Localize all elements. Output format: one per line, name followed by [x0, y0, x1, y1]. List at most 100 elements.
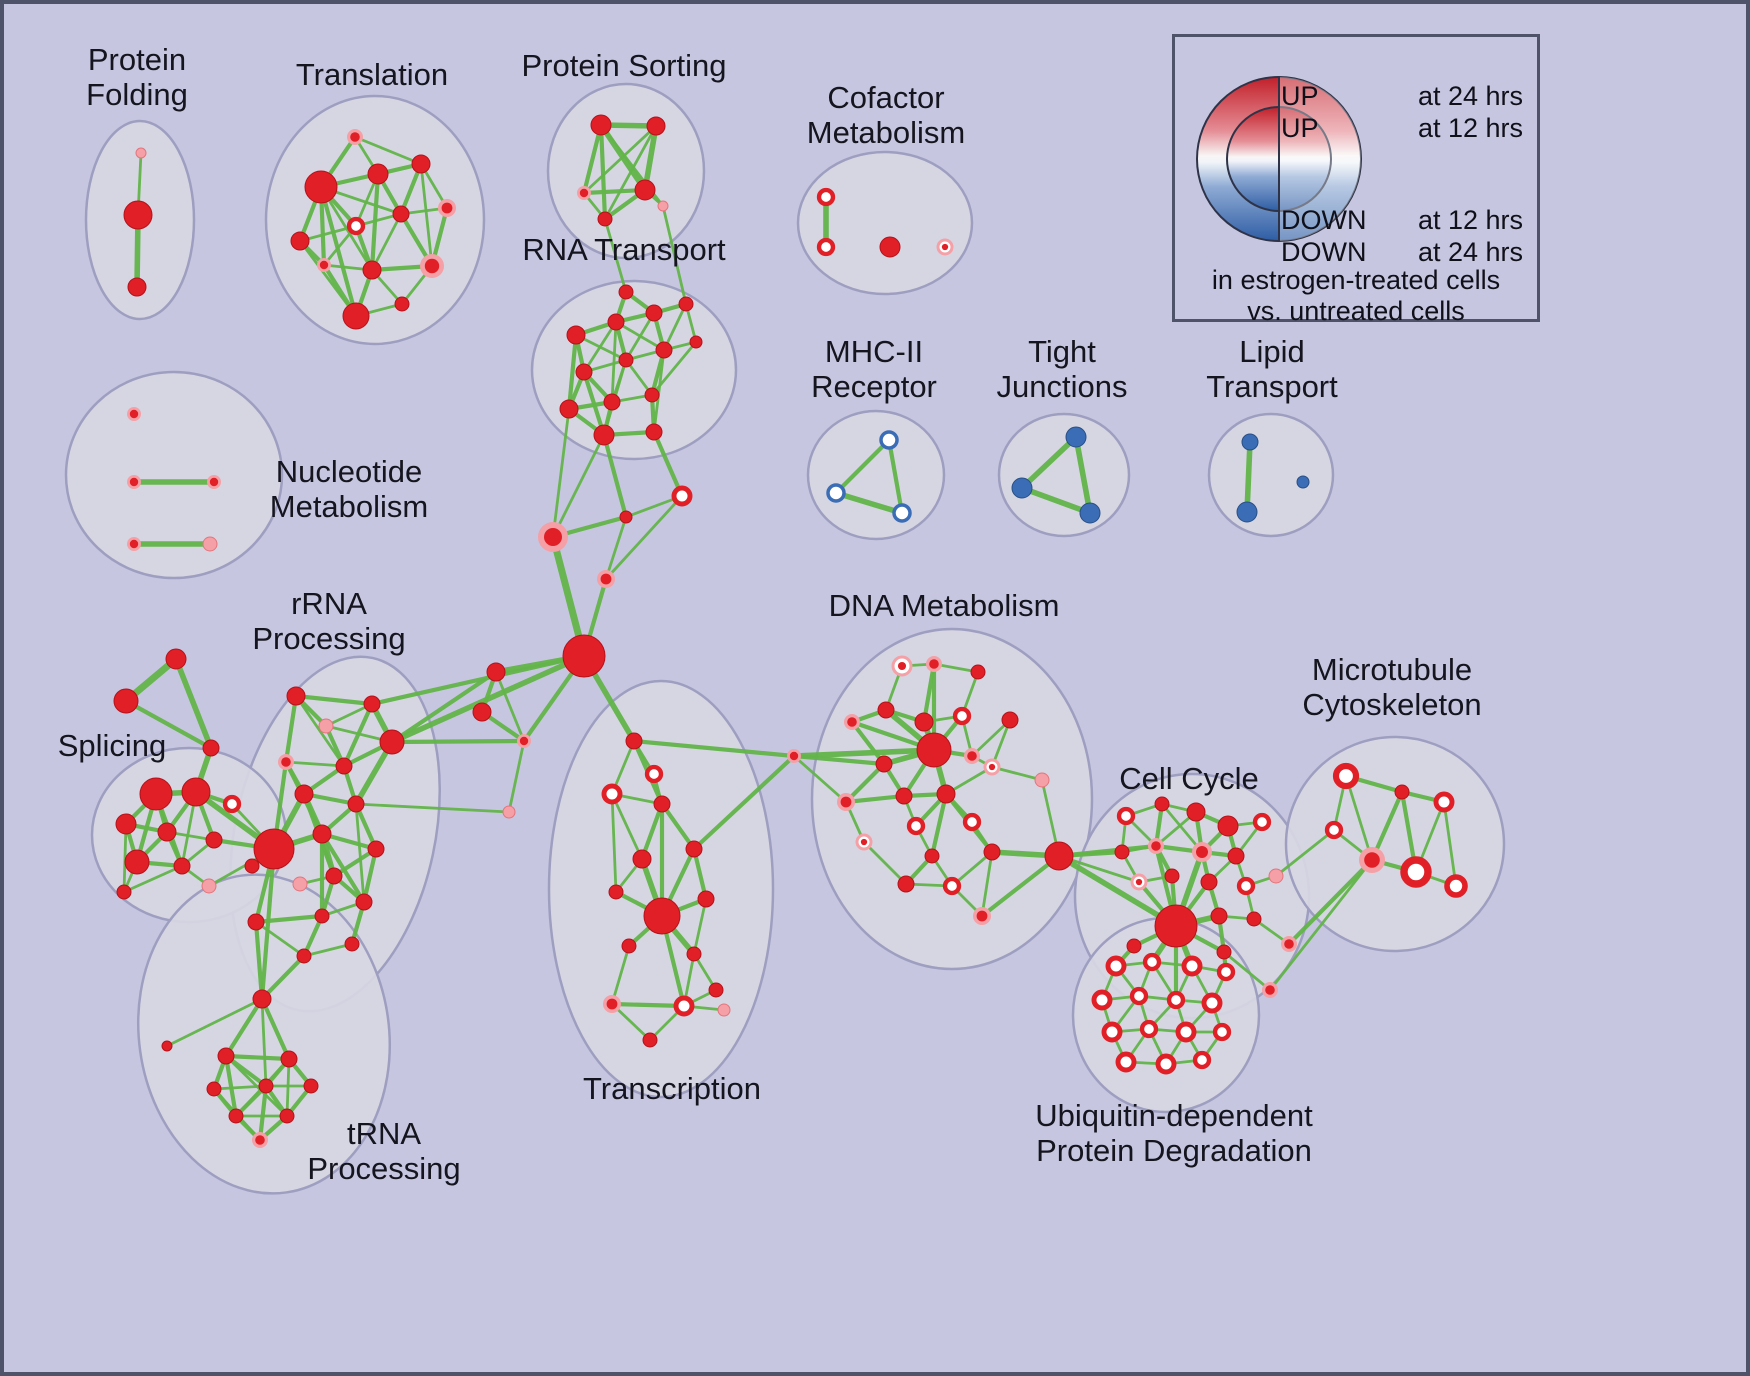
network-node-tc8[interactable] [621, 938, 637, 954]
network-node-ub14[interactable] [1155, 1053, 1177, 1075]
network-node-cc18[interactable] [1126, 938, 1142, 954]
network-node-tc12[interactable] [673, 995, 695, 1017]
network-node-dm13[interactable] [1034, 772, 1050, 788]
network-node-cc4[interactable] [1217, 815, 1239, 837]
network-node-sp5[interactable] [157, 822, 177, 842]
network-node-sp9[interactable] [116, 884, 132, 900]
network-node-dm16[interactable] [936, 784, 956, 804]
network-node-ub15[interactable] [1192, 1050, 1212, 1070]
network-node-tn2[interactable] [161, 1040, 173, 1052]
network-node-i5[interactable] [644, 764, 664, 784]
network-node-tc3[interactable] [632, 849, 652, 869]
network-node-cc7[interactable] [1148, 838, 1164, 854]
network-node-cc13[interactable] [1236, 876, 1256, 896]
network-node-nm5[interactable] [202, 536, 218, 552]
network-node-t9[interactable] [317, 258, 331, 272]
network-node-ub11[interactable] [1175, 1021, 1197, 1043]
network-node-rt10[interactable] [603, 393, 621, 411]
network-node-cc6[interactable] [1114, 844, 1130, 860]
network-node-tc4[interactable] [685, 840, 703, 858]
network-node-rr16[interactable] [344, 936, 360, 952]
network-node-dm9[interactable] [916, 732, 952, 768]
network-node-cc5[interactable] [1252, 812, 1272, 832]
network-node-t10[interactable] [362, 260, 382, 280]
network-node-dm15[interactable] [895, 787, 913, 805]
network-node-tn7[interactable] [303, 1078, 319, 1094]
network-node-rt2[interactable] [607, 313, 625, 331]
network-node-i3[interactable] [517, 734, 531, 748]
network-node-b1[interactable] [787, 749, 801, 763]
network-node-ps5[interactable] [597, 211, 613, 227]
network-node-ub5[interactable] [1091, 989, 1113, 1011]
network-node-cc2[interactable] [1154, 796, 1170, 812]
network-node-dm4[interactable] [844, 714, 860, 730]
network-node-mc4[interactable] [1324, 820, 1344, 840]
network-node-i2[interactable] [472, 702, 492, 722]
network-node-rt7[interactable] [655, 341, 673, 359]
network-node-ps1[interactable] [590, 114, 612, 136]
network-node-rr15[interactable] [247, 913, 265, 931]
network-node-sp2[interactable] [181, 777, 211, 807]
network-node-dm8[interactable] [1001, 711, 1019, 729]
network-node-pf3[interactable] [127, 277, 147, 297]
network-node-st3[interactable] [202, 739, 220, 757]
network-node-dm2[interactable] [926, 656, 942, 672]
network-node-i4[interactable] [625, 732, 643, 750]
network-node-mh1[interactable] [879, 430, 899, 450]
network-node-sp3[interactable] [222, 794, 242, 814]
network-node-nm3[interactable] [207, 475, 221, 489]
network-node-mc5[interactable] [1359, 847, 1385, 873]
network-node-cc3[interactable] [1186, 802, 1206, 822]
network-node-mc3[interactable] [1433, 791, 1455, 813]
network-node-dm7[interactable] [952, 706, 972, 726]
network-node-tc10[interactable] [708, 982, 724, 998]
network-node-lt2[interactable] [1236, 501, 1258, 523]
network-node-t3[interactable] [367, 163, 389, 185]
network-node-rr3[interactable] [318, 718, 334, 734]
network-node-ub12[interactable] [1212, 1022, 1232, 1042]
network-node-ub2[interactable] [1142, 952, 1162, 972]
network-node-cc16[interactable] [1210, 907, 1228, 925]
network-node-cm2[interactable] [816, 237, 836, 257]
network-node-dm3[interactable] [970, 664, 986, 680]
network-node-rr14[interactable] [314, 908, 330, 924]
network-node-rr1[interactable] [286, 686, 306, 706]
network-node-t8[interactable] [438, 199, 456, 217]
network-node-pf1[interactable] [135, 147, 147, 159]
network-node-cm3[interactable] [879, 236, 901, 258]
network-node-pf2[interactable] [123, 200, 153, 230]
network-node-cc0[interactable] [1044, 841, 1074, 871]
network-node-sph[interactable] [253, 828, 295, 870]
network-node-lt3[interactable] [1296, 475, 1310, 489]
network-node-ub1[interactable] [1105, 955, 1127, 977]
network-node-ub13[interactable] [1115, 1051, 1137, 1073]
network-node-dm10[interactable] [964, 748, 980, 764]
network-node-nm4[interactable] [127, 537, 141, 551]
network-node-cc17[interactable] [1246, 911, 1262, 927]
network-node-dm22[interactable] [897, 875, 915, 893]
network-node-ub9[interactable] [1101, 1021, 1123, 1043]
network-node-dm12[interactable] [983, 758, 1001, 776]
network-node-tn5[interactable] [206, 1081, 222, 1097]
network-node-ps6[interactable] [657, 200, 669, 212]
network-node-sp6[interactable] [205, 831, 223, 849]
network-node-rt13[interactable] [645, 423, 663, 441]
network-node-h2[interactable] [619, 510, 633, 524]
network-node-ub10[interactable] [1139, 1019, 1159, 1039]
network-node-rr6[interactable] [335, 757, 353, 775]
network-node-dm6[interactable] [914, 712, 934, 732]
network-node-tc9[interactable] [686, 946, 702, 962]
network-node-rt14[interactable] [618, 284, 634, 300]
network-node-tj1[interactable] [1065, 426, 1087, 448]
network-node-tn6[interactable] [258, 1078, 274, 1094]
network-node-t2[interactable] [304, 170, 338, 204]
network-node-st1[interactable] [165, 648, 187, 670]
network-node-tn8[interactable] [228, 1108, 244, 1124]
network-node-dm11[interactable] [875, 755, 893, 773]
network-node-dm19[interactable] [855, 833, 873, 851]
network-node-cc10[interactable] [1130, 873, 1148, 891]
network-node-tn4[interactable] [280, 1050, 298, 1068]
network-node-sp1[interactable] [139, 777, 173, 811]
network-node-sp8[interactable] [173, 857, 191, 875]
network-node-ps4[interactable] [634, 179, 656, 201]
